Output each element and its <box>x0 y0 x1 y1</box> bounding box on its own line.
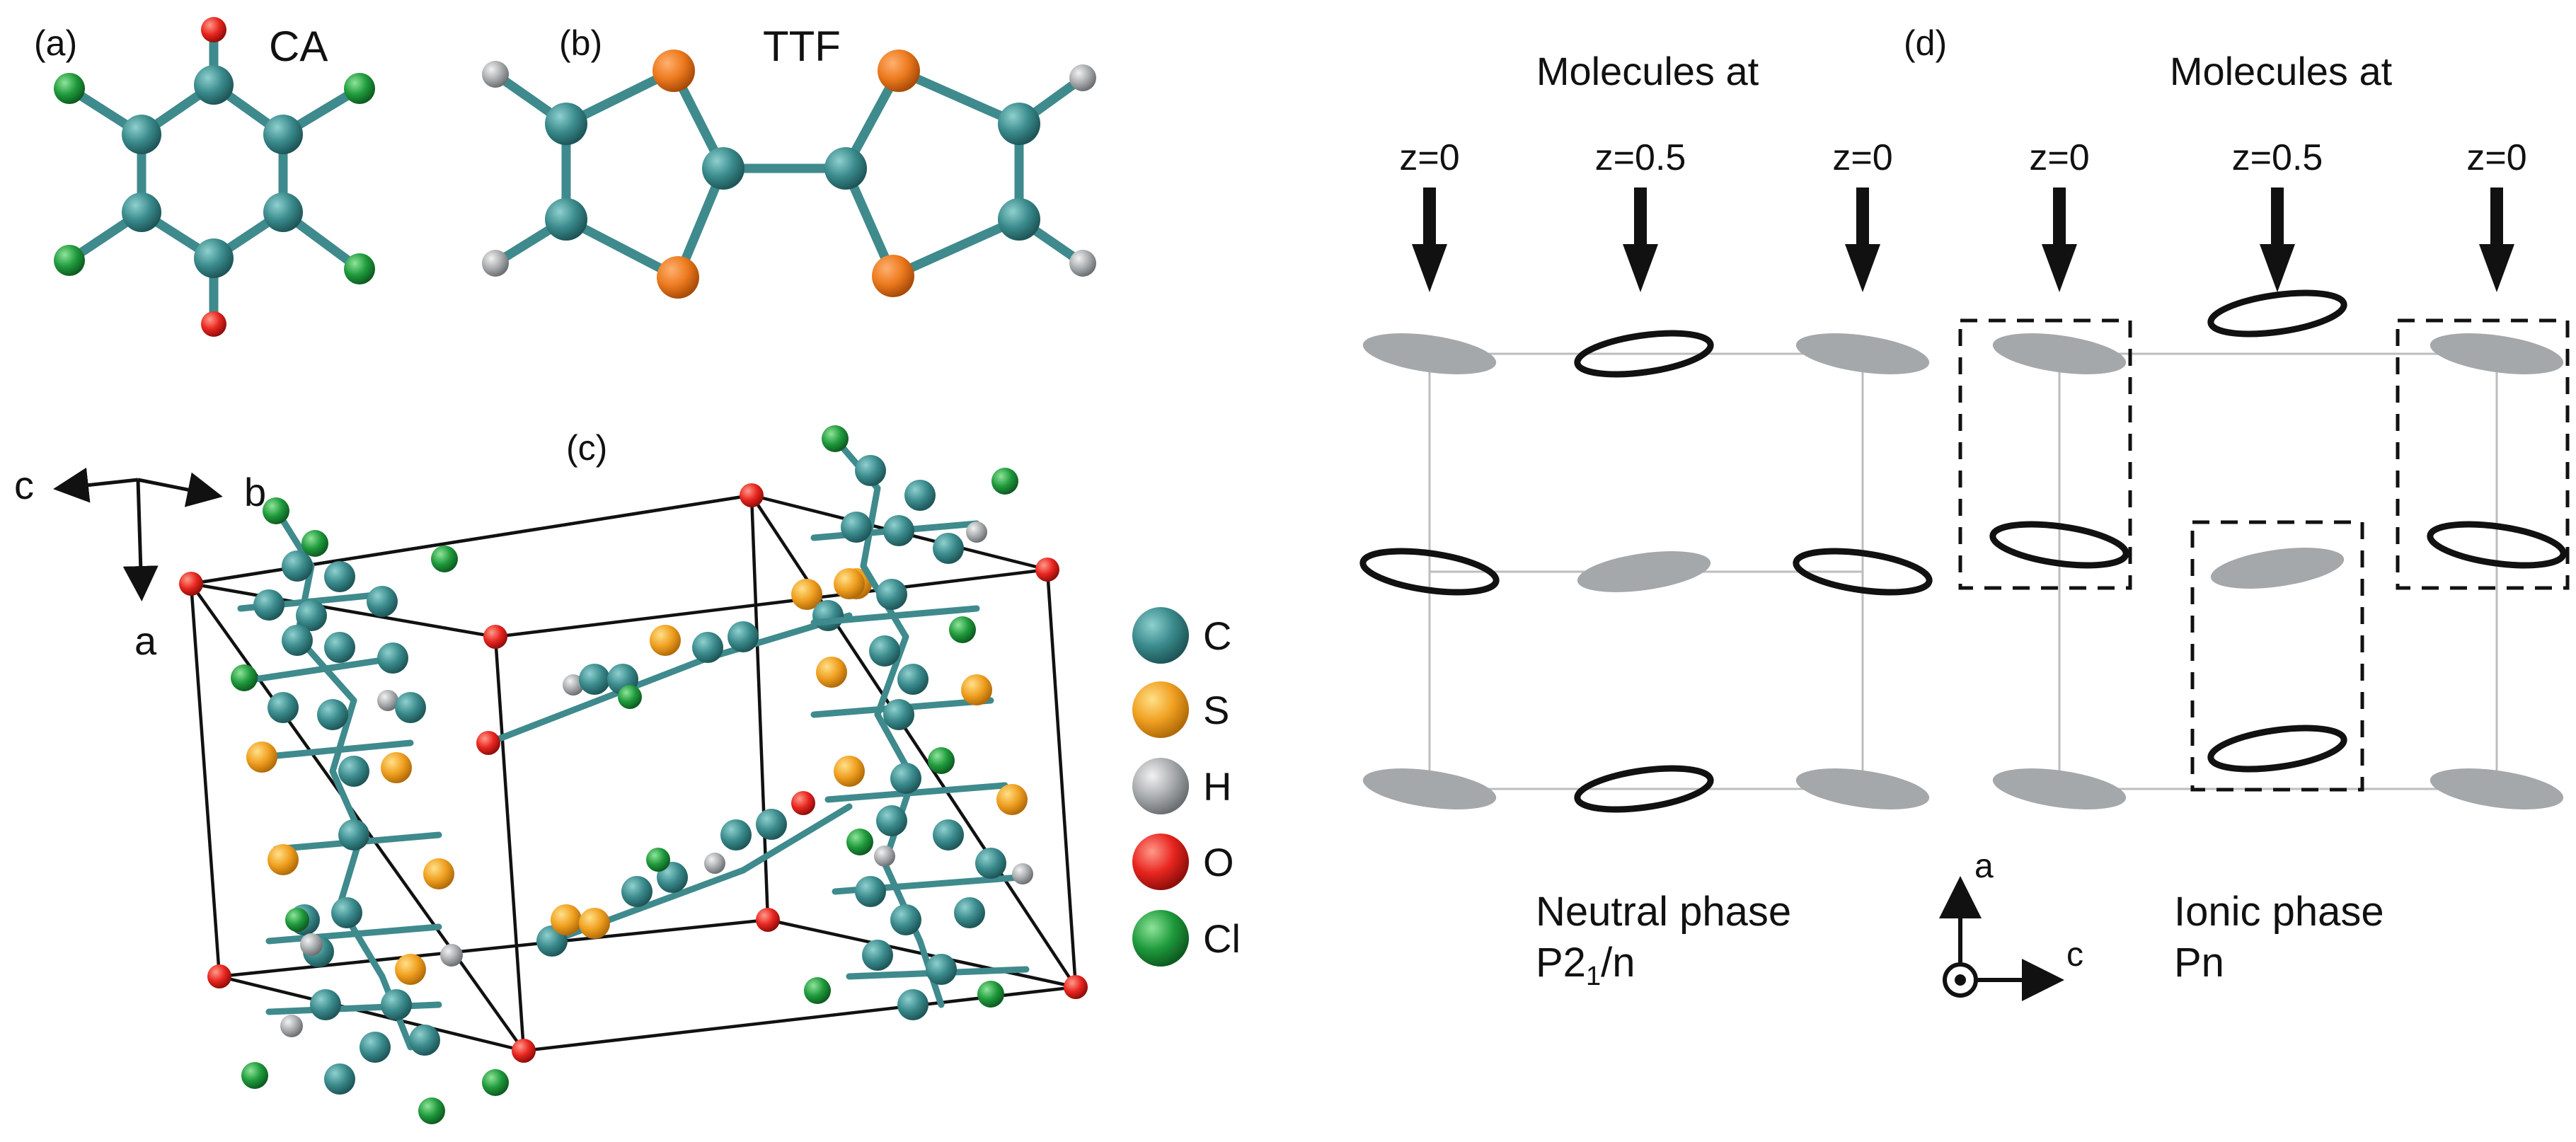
molecule-ring <box>1574 330 1714 378</box>
molecule-flat <box>1992 768 2127 809</box>
dimer-box <box>2190 520 2364 792</box>
neutral-z-label-2: z=0.5 <box>1595 137 1686 178</box>
molecule-flat <box>1362 333 1497 374</box>
molecule-flat <box>1992 333 2127 374</box>
down-arrow-icon <box>2479 188 2514 292</box>
dimer-box <box>1958 318 2132 590</box>
ca-molecule <box>54 17 375 337</box>
cell-oxygen-atoms <box>179 483 1088 1063</box>
panel-a-tag: (a) <box>34 23 77 63</box>
ionic-z-label-1: z=0 <box>2029 137 2089 178</box>
neutral-heading: Molecules at <box>1536 49 1759 93</box>
panel-b-tag: (b) <box>559 23 602 63</box>
legend-swatch-s <box>1132 681 1189 738</box>
molecule-ring <box>2207 289 2347 338</box>
down-arrow-icon <box>1412 188 1447 292</box>
molecule-ring <box>1359 548 1500 596</box>
panel-c: (c) c b a <box>14 425 1241 1124</box>
ionic-z-label-3: z=0 <box>2466 137 2526 178</box>
z-arrows <box>1412 188 2514 292</box>
ionic-phase-label: Ionic phase <box>2174 889 2384 935</box>
legend-swatch-cl <box>1132 910 1189 967</box>
legend-label-h: H <box>1203 764 1231 809</box>
panel-c-tag: (c) <box>566 428 607 468</box>
neutral-lattice <box>1359 330 1933 813</box>
down-arrow-icon <box>1623 188 1658 292</box>
axis-b-label: b <box>244 470 266 514</box>
panel-a-title: CA <box>269 23 328 70</box>
panel-d: (d) Molecules at Molecules at z=0 z=0.5 … <box>1359 23 2570 1001</box>
axis-c-label: c <box>14 463 34 507</box>
molecule-ring <box>2207 725 2347 773</box>
ionic-z-label-2: z=0.5 <box>2232 137 2323 178</box>
neutral-z-label-1: z=0 <box>1399 137 1459 178</box>
legend-label-o: O <box>1203 840 1234 884</box>
ionic-lattice <box>1958 289 2570 809</box>
down-arrow-icon <box>1845 188 1880 292</box>
molecule-flat <box>1362 768 1497 809</box>
neutral-phase-label: Neutral phase <box>1536 889 1791 935</box>
ionic-space-group: Pn <box>2174 940 2224 986</box>
legend-label-c: C <box>1203 613 1231 658</box>
ionic-heading: Molecules at <box>2170 49 2393 93</box>
legend-label-s: S <box>1203 688 1229 732</box>
legend-label-cl: Cl <box>1203 916 1241 961</box>
axis-d-a-label: a <box>1974 848 1994 885</box>
molecule-ring <box>1793 548 1933 596</box>
panel-b-title: TTF <box>763 23 841 70</box>
panel-d-tag: (d) <box>1904 23 1947 63</box>
axis-d-c-label: c <box>2066 936 2083 974</box>
molecule-flat <box>2430 333 2564 374</box>
left-molecule-stack <box>231 497 509 1124</box>
legend-swatch-o <box>1132 834 1189 890</box>
molecule-ring <box>2427 521 2567 569</box>
axis-a-label: a <box>134 618 157 663</box>
molecule-ring <box>1574 765 1714 813</box>
neutral-z-label-3: z=0 <box>1832 137 1892 178</box>
right-molecule-stack <box>804 425 1033 1020</box>
molecule-flat <box>1795 768 1930 809</box>
molecule-flat <box>2430 768 2564 809</box>
atom-legend: C S H O Cl <box>1132 607 1241 967</box>
molecule-flat <box>1577 551 1711 592</box>
neutral-space-group: P21/n <box>1536 940 1635 991</box>
panel-a: (a) CA <box>34 17 375 337</box>
down-arrow-icon <box>2042 188 2077 292</box>
panel-b: (b) TTF <box>482 23 1096 299</box>
molecule-flat <box>2210 548 2345 589</box>
legend-swatch-c <box>1132 607 1189 664</box>
orientation-axes-d: a c <box>1939 848 2083 1001</box>
dimer-box <box>2396 318 2570 590</box>
molecule-ring <box>1989 521 2129 569</box>
ttf-molecule <box>482 50 1096 299</box>
down-arrow-icon <box>2260 188 2295 292</box>
orientation-axes-c: c b a <box>14 463 266 663</box>
center-molecules <box>476 568 872 957</box>
legend-swatch-h <box>1132 758 1189 814</box>
molecule-flat <box>1795 333 1930 374</box>
